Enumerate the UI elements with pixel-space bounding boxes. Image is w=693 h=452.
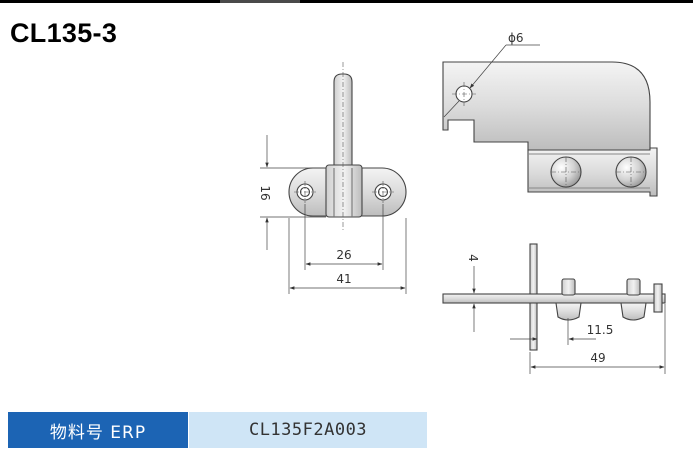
dim-width-49: 49: [590, 351, 605, 365]
front-dimensions: [260, 135, 407, 294]
top-rule-accent: [220, 0, 300, 3]
erp-value: CL135F2A003: [189, 412, 427, 448]
dim-offset-11-5: 11.5: [587, 323, 614, 337]
side-view: [442, 243, 666, 351]
side-base-plate: [442, 293, 666, 304]
front-vertical-plate: [333, 73, 353, 169]
dim-hole-phi6: ϕ6: [508, 31, 524, 45]
dim-height-16: 16: [258, 185, 272, 200]
dim-thickness-4: 4: [466, 254, 480, 262]
dim-width-41: 41: [336, 272, 351, 286]
side-screw-right: [626, 278, 641, 296]
dim-hole-spacing-26: 26: [336, 248, 351, 262]
side-dimensions: [467, 266, 666, 374]
top-plate: [442, 61, 651, 151]
erp-label: 物料号 ERP: [8, 412, 188, 448]
front-center-block: [325, 164, 363, 218]
top-view: [442, 61, 658, 197]
front-view: [288, 73, 407, 218]
top-dimensions: [443, 44, 540, 118]
side-nut-right: [620, 302, 647, 321]
side-nut-left: [555, 302, 582, 321]
product-title: CL135-3: [10, 18, 118, 48]
top-rule: [0, 0, 693, 3]
side-screw-left: [561, 278, 576, 296]
